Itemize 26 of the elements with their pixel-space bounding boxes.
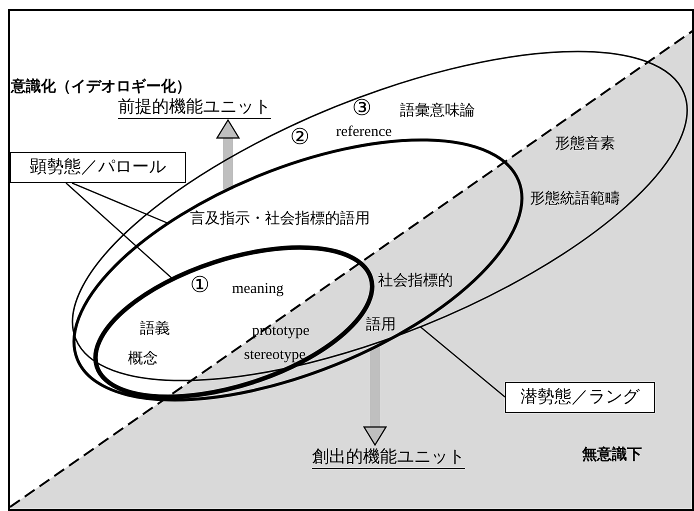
term-label: stereotype bbox=[244, 346, 306, 364]
term-label: 語彙意味論 bbox=[400, 102, 475, 120]
block-arrow bbox=[216, 119, 240, 190]
leader-line bbox=[66, 182, 174, 280]
block-arrow bbox=[363, 347, 387, 446]
section-heading: 意識化（イデオロギー化） bbox=[11, 78, 191, 96]
underlined-heading: 前提的機能ユニット bbox=[118, 96, 271, 119]
term-label: reference bbox=[336, 123, 392, 141]
leader-line bbox=[420, 326, 506, 398]
term-label: 言及指示・社会指標的語用 bbox=[190, 210, 370, 228]
circled-number: ② bbox=[290, 128, 310, 146]
circled-number: ③ bbox=[352, 98, 372, 117]
term-label: prototype bbox=[252, 322, 310, 340]
leader-line bbox=[72, 182, 168, 224]
term-label: 形態統語範疇 bbox=[530, 190, 620, 208]
callout-box: 潜勢態／ラング bbox=[505, 382, 655, 413]
term-label: meaning bbox=[232, 280, 284, 298]
circled-number: ① bbox=[190, 276, 210, 294]
term-label: 概念 bbox=[128, 350, 158, 368]
section-heading: 無意識下 bbox=[582, 446, 642, 464]
callout-box: 顕勢態／パロール bbox=[10, 152, 186, 183]
term-label: 語義 bbox=[140, 320, 170, 338]
underlined-heading: 創出的機能ユニット bbox=[312, 446, 465, 469]
term-label: 社会指標的 bbox=[378, 272, 453, 290]
term-label: 語用 bbox=[366, 316, 396, 334]
term-label: 形態音素 bbox=[554, 134, 615, 153]
